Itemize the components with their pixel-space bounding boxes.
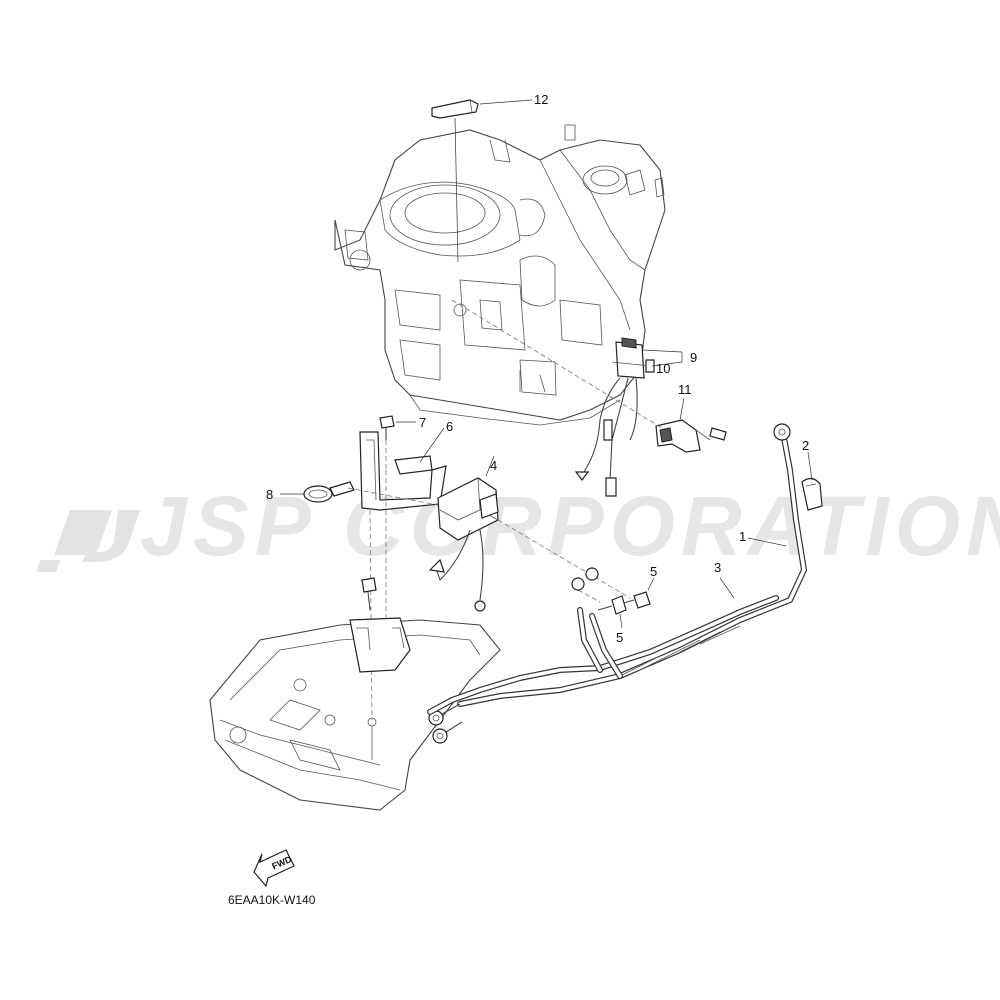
part-8-clamp [280,481,355,503]
watermark-text: JSP CORPORATION [140,479,1000,573]
part-7-bolt [379,415,416,470]
callout-10: 10 [656,361,670,376]
part-5-bolts [597,577,655,629]
callout-6: 6 [446,419,453,434]
callout-12: 12 [534,92,548,107]
part-1-cable [428,423,808,726]
callout-7: 7 [419,415,426,430]
watermark: JSP CORPORATION [36,479,1000,573]
callouts: 1 2 3 4 5 5 6 7 8 9 10 11 12 [266,92,809,645]
engine-block [334,124,666,426]
part-4-rectifier [428,455,499,612]
watermark-logo-icon [36,510,140,572]
callout-5-lower: 5 [616,630,623,645]
drawing-code: 6EAA10K-W140 [228,893,316,907]
callout-3: 3 [714,560,721,575]
part-6-bracket [359,427,447,511]
callout-9: 9 [690,350,697,365]
callout-5-upper: 5 [650,564,657,579]
assembly-lines [347,299,663,721]
part-9-connector [574,337,683,497]
callout-11: 11 [678,382,692,397]
callout-2: 2 [802,438,809,453]
part-12-clip [431,99,533,263]
part-11-bracket [655,397,727,453]
callout-1: 1 [739,529,746,544]
callout-4: 4 [490,458,497,473]
part-3-cable [427,567,779,744]
part-2-cap [801,451,823,511]
callout-8: 8 [266,487,273,502]
fwd-arrow-icon: FWD [253,849,295,888]
lower-casing [209,577,501,811]
